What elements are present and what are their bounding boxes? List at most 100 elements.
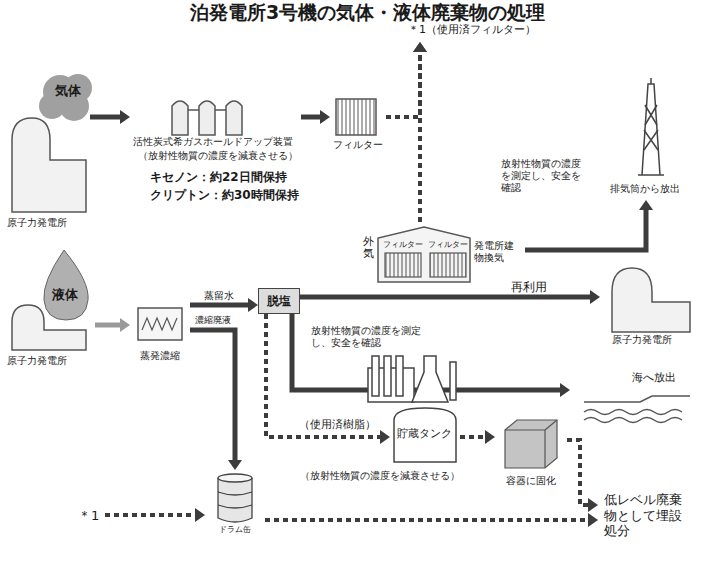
connector-line xyxy=(265,518,589,522)
node-text: 原子力発電所 xyxy=(612,334,672,346)
node-text: 原子力発電所 xyxy=(7,217,67,229)
node-text: 原子力発電所 xyxy=(7,355,67,367)
equipment-node: ＊1 xyxy=(75,505,105,527)
filter-symbol xyxy=(336,99,376,135)
equipment-node: ＊1（使用済フィルター） xyxy=(405,20,539,42)
equipment-node: 活性炭式希ガスホールドアップ装置 （放射性物質の濃度を減衰させる） xyxy=(130,92,301,165)
arrow-head xyxy=(413,42,427,52)
arrow-head xyxy=(588,498,598,512)
node-text: 貯蔵タンク xyxy=(397,427,452,440)
plant-building xyxy=(12,118,86,212)
node-text: フィルター xyxy=(428,240,468,250)
holdup-device xyxy=(172,101,242,135)
arrow-head xyxy=(639,200,653,210)
diagram-title: 泊発電所3号機の気体・液体廃棄物の処理 xyxy=(190,1,545,24)
node-text: ＊1 xyxy=(78,508,99,524)
ventilation-building xyxy=(378,227,470,282)
arrow-head xyxy=(560,383,570,397)
connector-line xyxy=(386,51,420,117)
flow-connector xyxy=(301,110,330,124)
equipment-node: 排気筒から放出 xyxy=(596,75,696,200)
flow-connector xyxy=(90,110,130,124)
equipment-node: 容器に固化 xyxy=(495,415,567,495)
storage-tank xyxy=(394,408,456,462)
node-text: フィルター xyxy=(333,139,383,151)
node-text: 脱塩 xyxy=(267,294,291,308)
connector-line xyxy=(95,323,121,328)
arrow-head xyxy=(485,430,495,444)
equipment-node: 低レベル廃棄物として埋設処分 xyxy=(598,488,694,544)
note-label: キセノン：約22日間保持 xyxy=(150,170,287,184)
connector-line xyxy=(105,513,196,517)
filter-symbol xyxy=(430,253,466,277)
arrow-head xyxy=(228,460,242,470)
dotted-connector xyxy=(386,42,427,117)
arrow-head xyxy=(320,110,330,124)
equipment-node: 貯蔵タンク xyxy=(390,405,460,465)
filter-symbol xyxy=(385,253,421,277)
note-label: クリプトン：約30時間保持 xyxy=(150,188,299,202)
node-text: 排気筒から放出 xyxy=(610,183,680,195)
node-text: 外気 xyxy=(363,236,374,260)
dotted-connector xyxy=(265,513,598,527)
equipment-node: 気体原子力発電所 xyxy=(5,45,90,235)
exhaust-stack xyxy=(638,78,664,175)
node-text: 気体 xyxy=(55,83,81,99)
node-text: （放射性物質の濃度を減衰させる） xyxy=(138,150,298,162)
connector-line xyxy=(190,330,235,461)
node-text: ドラム缶 xyxy=(219,525,251,535)
solidified-container xyxy=(505,420,557,468)
arrow-head xyxy=(413,42,427,52)
node-text: ＊1（使用済フィルター） xyxy=(408,23,536,36)
arrow-head xyxy=(120,318,130,332)
flow-connector xyxy=(190,330,242,470)
node-text: 発電所建物換気 xyxy=(474,240,516,264)
edge-label: 放射性物質の濃度を測定し、安全を確認 xyxy=(500,158,582,194)
equipment-node: 原子力発電所 xyxy=(600,262,698,350)
node-text: 低レベル廃棄物として埋設処分 xyxy=(604,492,686,539)
connector-line xyxy=(525,209,646,250)
node-text: 容器に固化 xyxy=(506,475,556,487)
node-text: フィルター xyxy=(383,240,423,250)
lab-apparatus xyxy=(368,356,456,402)
dotted-connector xyxy=(460,430,495,444)
connector-line xyxy=(190,303,249,308)
arrow-head xyxy=(120,110,130,124)
edge-label: （使用済樹脂） xyxy=(298,418,377,431)
edge-label: 再利用 xyxy=(510,280,548,294)
arrow-head xyxy=(248,298,258,312)
connector-line xyxy=(301,115,321,120)
liquid-drop xyxy=(44,250,88,320)
equipment-node: 外気フィルターフィルター発電所建物換気 xyxy=(360,222,525,288)
dotted-connector xyxy=(413,42,427,222)
edge-label: 蒸留水 xyxy=(203,290,235,302)
node-text: 蒸発濃縮 xyxy=(140,350,180,362)
dotted-connector xyxy=(567,440,598,512)
equipment-node: 蒸発濃縮 xyxy=(130,300,190,368)
arrow-head xyxy=(588,513,598,527)
node-text: 液体 xyxy=(52,287,78,303)
equipment-node: 液体原子力発電所 xyxy=(5,245,95,370)
connector-line xyxy=(90,115,121,120)
gas-cloud xyxy=(39,74,92,121)
drum-can xyxy=(218,474,252,522)
equipment-node: 海へ放出 xyxy=(570,365,698,425)
node-text: 海へ放出 xyxy=(632,371,676,384)
sea-outfall xyxy=(584,396,690,423)
node-text: 活性炭式希ガスホールドアップ装置 xyxy=(133,136,293,148)
flow-connector xyxy=(300,290,600,304)
arrow-head xyxy=(590,290,600,304)
equipment-node: フィルター xyxy=(330,95,386,157)
edge-label: 濃縮廃液 xyxy=(194,315,232,326)
connector-line xyxy=(418,51,422,222)
heater-coil xyxy=(142,318,177,330)
note-label: （放射性物質の濃度を減衰させる） xyxy=(300,470,460,482)
process-box: 脱塩 xyxy=(258,288,300,314)
arrow-head xyxy=(195,508,205,522)
evaporator xyxy=(138,308,182,340)
plant-building xyxy=(612,268,690,332)
arrow-head xyxy=(380,430,390,444)
dotted-connector xyxy=(105,508,205,522)
